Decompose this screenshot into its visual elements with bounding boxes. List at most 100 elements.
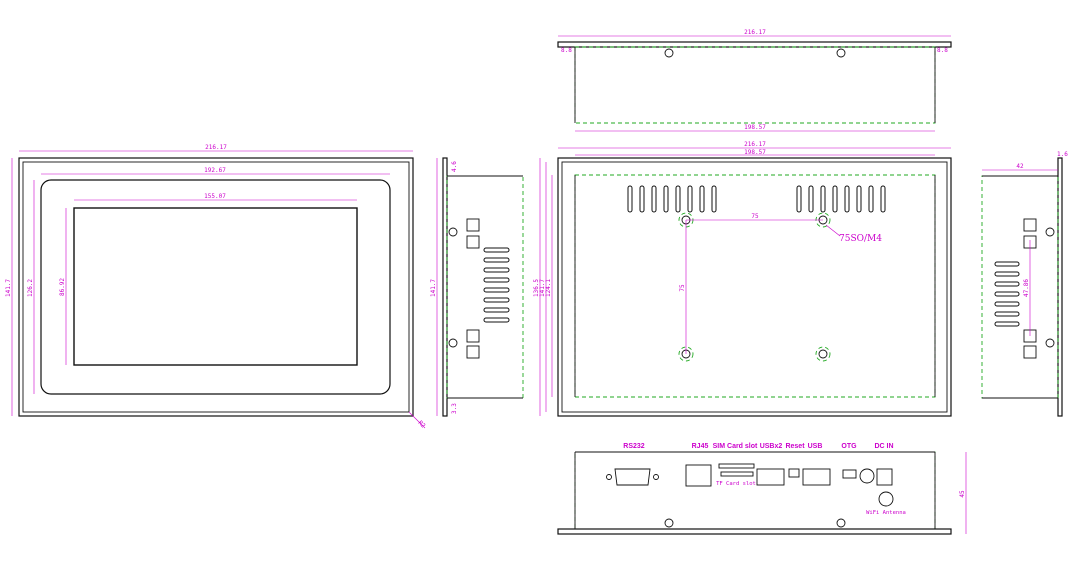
left-side-vent-3 <box>483 267 510 273</box>
dim-rear-inner-width: 198.57 <box>744 149 766 156</box>
bottom-view-screw-left <box>664 518 674 528</box>
rear-vent-r8 <box>880 185 886 213</box>
rear-outer-frame <box>557 157 952 417</box>
top-view-body <box>574 46 936 124</box>
left-side-vent-6 <box>483 297 510 303</box>
dim-top-right-flange: 8.8 <box>937 47 948 54</box>
dim-front-height: 141.7 <box>5 279 12 297</box>
front-view: 216.17 192.67 155.07 141.7 126.2 86.92 R… <box>5 144 427 430</box>
dc-in-port <box>876 468 893 486</box>
rear-vent-l5 <box>675 185 681 213</box>
rear-vent-l8 <box>711 185 717 213</box>
label-rj45: RJ45 <box>692 443 709 450</box>
right-side-vent-1 <box>994 261 1020 267</box>
rear-vent-l7 <box>699 185 705 213</box>
left-side-port-1 <box>466 218 480 232</box>
right-side-vent-3 <box>994 281 1020 287</box>
dim-top-inner-width: 198.57 <box>744 124 766 131</box>
reset-button <box>788 468 800 478</box>
dim-front-bezel-width: 192.67 <box>204 167 226 174</box>
left-side-vent-4 <box>483 277 510 283</box>
label-reset: Reset <box>785 443 805 450</box>
bottom-view-flange <box>557 528 952 535</box>
dim-side-height: 141.7 <box>430 279 437 297</box>
bottom-view: RS232 RJ45 SIM Card slot TF Card slot US… <box>557 443 967 535</box>
top-view-screw-right <box>836 48 846 58</box>
left-side-port-2 <box>466 235 480 249</box>
dim-vesa-h: 75 <box>751 213 759 220</box>
front-screen <box>73 207 358 366</box>
left-side-vent-7 <box>483 307 510 313</box>
right-side-vent-5 <box>994 301 1020 307</box>
rear-vent-l1 <box>627 185 633 213</box>
right-side-vent-2 <box>994 271 1020 277</box>
dim-right-slot-spacing: 47.86 <box>1023 279 1030 297</box>
dim-front-screen-width: 155.07 <box>204 193 226 200</box>
rear-vent-r5 <box>844 185 850 213</box>
front-bezel <box>40 179 391 395</box>
label-otg: OTG <box>841 443 857 450</box>
right-side-port-1 <box>1023 218 1037 232</box>
dim-rear-inner-height: 124.1 <box>545 279 552 297</box>
right-side-view: 42 1.6 47.86 <box>981 151 1068 417</box>
dim-corner-radius: R2 <box>417 419 427 429</box>
sim-slot <box>718 463 755 469</box>
right-side-screw-bottom <box>1045 338 1055 348</box>
left-side-flange <box>442 157 448 417</box>
label-tf-slot: TF Card slot <box>716 481 756 487</box>
right-side-vent-4 <box>994 291 1020 297</box>
dim-rear-width: 216.17 <box>744 141 766 148</box>
label-usb-x2: USBx2 <box>760 443 783 450</box>
dim-line-corner <box>408 411 426 429</box>
rear-vent-r2 <box>808 185 814 213</box>
label-dc-in: DC IN <box>874 443 893 450</box>
rear-vent-r3 <box>820 185 826 213</box>
left-side-screw-bottom <box>448 338 458 348</box>
usb-port <box>802 468 831 486</box>
left-side-body <box>446 175 524 399</box>
top-view-flange <box>557 41 952 48</box>
rear-inner-frame <box>561 161 948 413</box>
rear-vent-l6 <box>687 185 693 213</box>
rear-vent-r7 <box>868 185 874 213</box>
rs232-port <box>614 468 651 486</box>
rear-vent-l3 <box>651 185 657 213</box>
dim-bottom-height: 45 <box>959 490 966 498</box>
left-side-vent-2 <box>483 257 510 263</box>
rear-vent-r1 <box>796 185 802 213</box>
left-side-screw-top <box>448 227 458 237</box>
rs232-screw-left <box>606 474 612 480</box>
left-side-vent-1 <box>483 247 510 253</box>
left-side-port-4 <box>466 345 480 359</box>
bottom-view-body <box>574 451 936 530</box>
left-side-view: 141.7 4.6 3.3 <box>430 157 524 417</box>
dim-rear-mid-height: 141.7 <box>539 279 546 297</box>
label-rs232: RS232 <box>623 443 645 450</box>
otg-port <box>842 469 857 479</box>
tf-slot <box>720 471 754 477</box>
dim-top-width: 216.17 <box>744 29 766 36</box>
rear-vent-r4 <box>832 185 838 213</box>
otg-jack <box>859 468 875 484</box>
vesa-note: 75SO/M4 <box>839 234 882 244</box>
wifi-antenna-port <box>878 491 894 507</box>
top-view-screw-left <box>664 48 674 58</box>
rj45-port <box>685 464 712 487</box>
dim-front-bezel-height: 126.2 <box>27 279 34 297</box>
dim-top-left-flange: 8.8 <box>561 47 572 54</box>
bottom-view-screw-right <box>836 518 846 528</box>
rear-view: 75 75 75SO/M4 216.17 198.57 136.5 141.7 … <box>533 141 952 417</box>
label-wifi: WiFi Antenna <box>866 510 906 516</box>
dim-right-flange: 1.6 <box>1057 151 1068 158</box>
label-usb: USB <box>808 443 823 450</box>
right-side-body <box>981 175 1059 399</box>
rear-vent-l4 <box>663 185 669 213</box>
vesa-hole-bottom-right <box>815 346 831 362</box>
left-side-port-3 <box>466 329 480 343</box>
dim-side-depth-top: 4.6 <box>451 161 458 172</box>
dim-right-depth: 42 <box>1016 163 1024 170</box>
left-side-vent-5 <box>483 287 510 293</box>
usb-x2-port <box>756 468 785 486</box>
dim-front-width: 216.17 <box>205 144 227 151</box>
